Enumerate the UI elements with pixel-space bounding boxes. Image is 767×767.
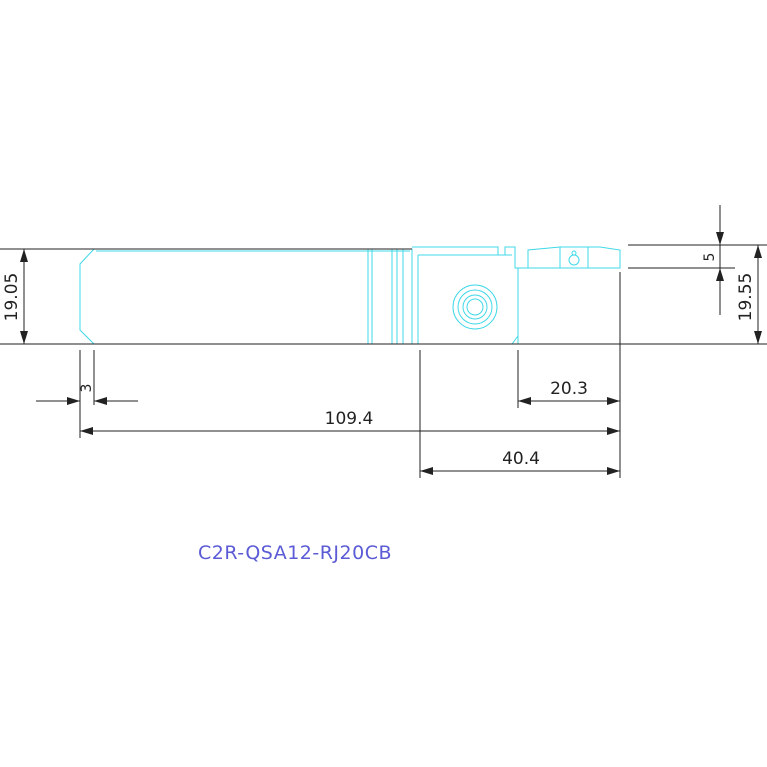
- dim-overall-length-label: 109.4: [325, 409, 374, 429]
- dim-clip-height-label: 5: [702, 253, 718, 262]
- dim-height-right-label: 19.55: [736, 273, 756, 322]
- drawing-area: [0, 200, 767, 565]
- arrow-head: [607, 427, 620, 435]
- latch-arm: [515, 246, 621, 269]
- port-inner-ring: [462, 294, 488, 320]
- arrow-head: [420, 467, 433, 475]
- dim-tab-width-label: 3: [79, 384, 95, 393]
- module-outline: [79, 246, 621, 345]
- dim-height-left-label: 19.05: [2, 273, 22, 322]
- arrow-head: [607, 467, 620, 475]
- port-core: [466, 298, 484, 316]
- arrow-head: [754, 245, 762, 258]
- dim-rear-length-label: 40.4: [502, 449, 540, 469]
- arrow-head: [754, 331, 762, 344]
- arrow-head: [67, 397, 80, 405]
- arrow-head: [716, 268, 724, 281]
- dimension-lines: [0, 205, 767, 478]
- arrow-head: [518, 397, 531, 405]
- arrow-head: [20, 331, 28, 344]
- latch-detail: [571, 250, 577, 256]
- part-number-caption: C2R-QSA12-RJ20CB: [198, 542, 392, 564]
- dim-latch-length-label: 20.3: [550, 379, 588, 399]
- rear-housing: [412, 246, 519, 345]
- port-middle-ring: [457, 289, 493, 325]
- arrow-head: [20, 249, 28, 262]
- arrow-head: [80, 427, 93, 435]
- dimension-labels: 19.05 19.55 5 3 20.3 109.4 40.4: [2, 253, 756, 469]
- arrow-head: [716, 232, 724, 245]
- arrow-head: [94, 397, 107, 405]
- port-outer-ring: [452, 284, 498, 330]
- arrow-head: [607, 397, 620, 405]
